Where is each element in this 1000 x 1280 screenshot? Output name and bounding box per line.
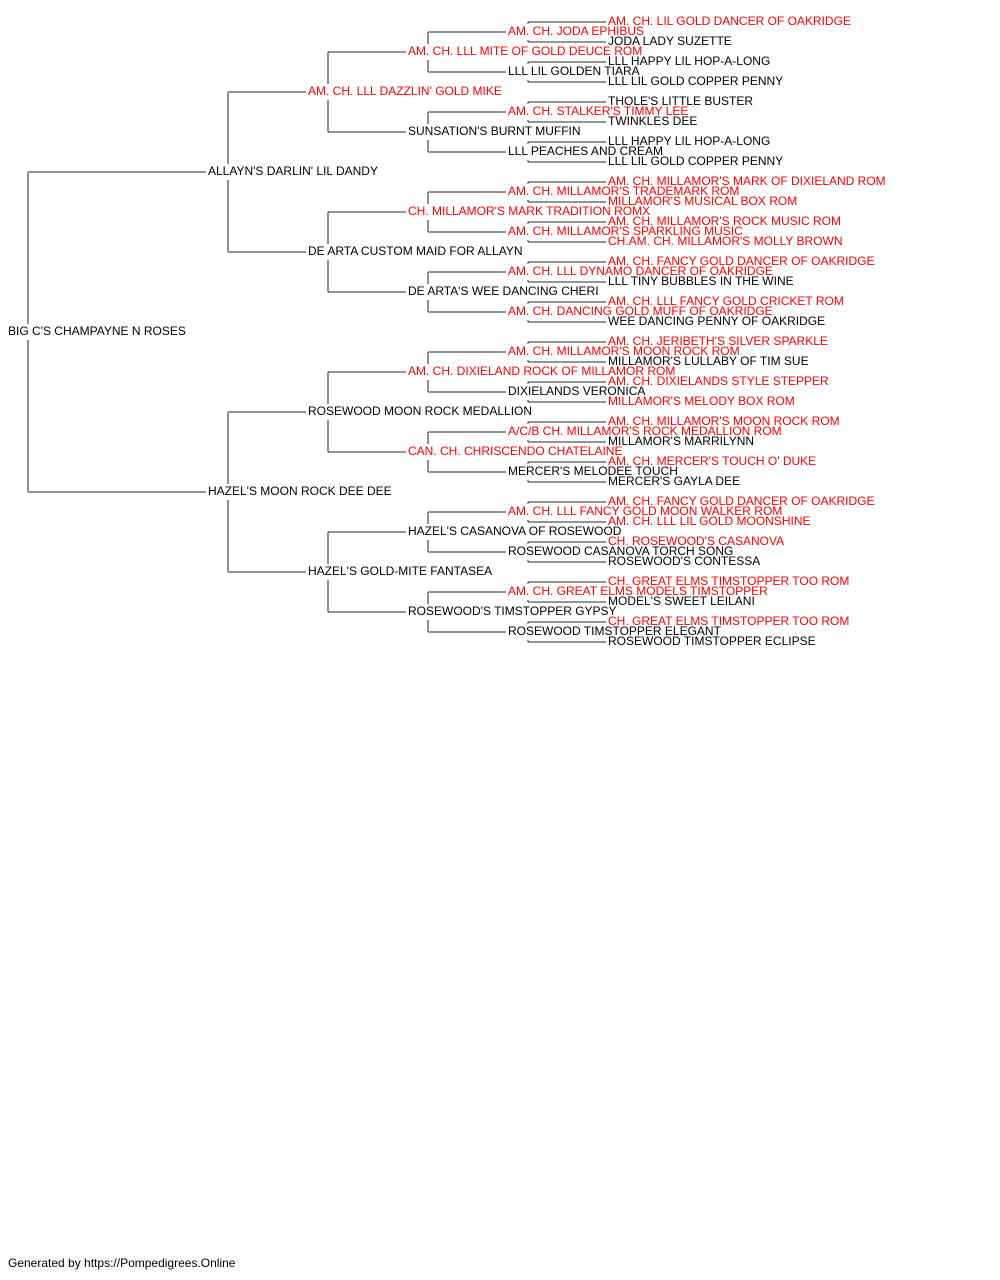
ancestor-name-gen5: MILLAMOR'S MELODY BOX ROM	[608, 394, 795, 408]
ancestor-name-gen4: AM. CH. MILLAMOR'S SPARKLING MUSIC	[508, 224, 743, 238]
ancestor-name-gen4: LLL PEACHES AND CREAM	[508, 144, 663, 158]
ancestor-name-gen5: AM. CH. DIXIELANDS STYLE STEPPER	[608, 374, 829, 388]
ancestor-name-gen5: MILLAMOR'S LULLABY OF TIM SUE	[608, 354, 809, 368]
ancestor-name-gen5: AM. CH. MILLAMOR'S MARK OF DIXIELAND ROM	[608, 174, 886, 188]
ancestor-name-gen5: AM. CH. FANCY GOLD DANCER OF OAKRIDGE	[608, 254, 874, 268]
ancestor-name-gen5: AM. CH. LLL FANCY GOLD CRICKET ROM	[608, 294, 844, 308]
subject-dog-name: BIG C'S CHAMPAYNE N ROSES	[8, 324, 186, 338]
ancestor-name-gen5: CH. ROSEWOOD'S CASANOVA	[608, 534, 784, 548]
ancestor-name-gen3: ROSEWOOD'S TIMSTOPPER GYPSY	[408, 604, 617, 618]
ancestor-name-gen4: AM. CH. LLL DYNAMO DANCER OF OAKRIDGE	[508, 264, 773, 278]
ancestor-name-gen4: AM. CH. LLL FANCY GOLD MOON WALKER ROM	[508, 504, 782, 518]
ancestor-name-gen5: WEE DANCING PENNY OF OAKRIDGE	[608, 314, 825, 328]
ancestor-name-gen3: DE ARTA'S WEE DANCING CHERI	[408, 284, 599, 298]
generated-by-footer: Generated by https://Pompedigrees.Online	[8, 1256, 236, 1270]
ancestor-name-gen5: AM. CH. JERIBETH'S SILVER SPARKLE	[608, 334, 828, 348]
ancestor-name-gen1: ALLAYN'S DARLIN' LIL DANDY	[208, 164, 378, 178]
ancestor-name-gen3: HAZEL'S CASANOVA OF ROSEWOOD	[408, 524, 622, 538]
ancestor-name-gen4: LLL LIL GOLDEN TIARA	[508, 64, 640, 78]
ancestor-name-gen5: MODEL'S SWEET LEILANI	[608, 594, 755, 608]
ancestor-name-gen5: MILLAMOR'S MUSICAL BOX ROM	[608, 194, 797, 208]
pedigree-connector-lines	[27, 21, 606, 643]
ancestor-name-gen5: AM. CH. FANCY GOLD DANCER OF OAKRIDGE	[608, 494, 874, 508]
ancestor-name-gen5: MILLAMOR'S MARRILYNN	[608, 434, 754, 448]
ancestor-name-gen5: LLL HAPPY LIL HOP-A-LONG	[608, 54, 770, 68]
ancestor-name-gen3: AM. CH. LLL MITE OF GOLD DEUCE ROM	[408, 44, 642, 58]
ancestor-name-gen4: DIXIELANDS VERONICA	[508, 384, 645, 398]
ancestor-name-gen2: ROSEWOOD MOON ROCK MEDALLION	[308, 404, 532, 418]
ancestor-name-gen4: ROSEWOOD TIMSTOPPER ELEGANT	[508, 624, 722, 638]
ancestor-name-gen5: JODA LADY SUZETTE	[608, 34, 732, 48]
ancestor-name-gen5: ROSEWOOD TIMSTOPPER ECLIPSE	[608, 634, 816, 648]
ancestor-name-gen5: LLL HAPPY LIL HOP-A-LONG	[608, 134, 770, 148]
ancestor-name-gen1: HAZEL'S MOON ROCK DEE DEE	[208, 484, 392, 498]
ancestor-name-gen5: THOLE'S LITTLE BUSTER	[608, 94, 753, 108]
ancestor-name-gen5: ROSEWOOD'S CONTESSA	[608, 554, 760, 568]
ancestor-name-gen5: AM. CH. LIL GOLD DANCER OF OAKRIDGE	[608, 14, 851, 28]
ancestor-name-gen5: LLL TINY BUBBLES IN THE WINE	[608, 274, 794, 288]
ancestor-name-gen5: AM. CH. LLL LIL GOLD MOONSHINE	[608, 514, 811, 528]
ancestor-name-gen5: AM. CH. MERCER'S TOUCH O' DUKE	[608, 454, 816, 468]
ancestor-name-gen3: AM. CH. DIXIELAND ROCK OF MILLAMOR ROM	[408, 364, 675, 378]
ancestor-name-gen5: LLL LIL GOLD COPPER PENNY	[608, 74, 783, 88]
ancestor-name-gen2: HAZEL'S GOLD-MITE FANTASEA	[308, 564, 492, 578]
ancestor-name-gen4: AM. CH. MILLAMOR'S MOON ROCK ROM	[508, 344, 740, 358]
ancestor-name-gen3: CAN. CH. CHRISCENDO CHATELAINE	[408, 444, 622, 458]
ancestor-name-gen2: DE ARTA CUSTOM MAID FOR ALLAYN	[308, 244, 523, 258]
ancestor-name-gen4: AM. CH. MILLAMOR'S TRADEMARK ROM	[508, 184, 739, 198]
ancestor-name-gen3: CH. MILLAMOR'S MARK TRADITION ROMX	[408, 204, 650, 218]
ancestor-name-gen4: MERCER'S MELODEE TOUCH	[508, 464, 678, 478]
ancestor-name-gen5: LLL LIL GOLD COPPER PENNY	[608, 154, 783, 168]
ancestor-name-gen4: AM. CH. JODA EPHIBUS	[508, 24, 644, 38]
pedigree-name-labels: BIG C'S CHAMPAYNE N ROSES ALLAYN'S DARLIN…	[8, 14, 886, 648]
ancestor-name-gen5: CH. GREAT ELMS TIMSTOPPER TOO ROM	[608, 574, 849, 588]
ancestor-name-gen4: ROSEWOOD CASANOVA TORCH SONG	[508, 544, 733, 558]
ancestor-name-gen2: AM. CH. LLL DAZZLIN' GOLD MIKE	[308, 84, 502, 98]
ancestor-name-gen4: A/C/B CH. MILLAMOR'S ROCK MEDALLION ROM	[508, 424, 782, 438]
ancestor-name-gen5: CH.AM. CH. MILLAMOR'S MOLLY BROWN	[608, 234, 843, 248]
ancestor-name-gen5: AM. CH. MILLAMOR'S ROCK MUSIC ROM	[608, 214, 841, 228]
ancestor-name-gen5: TWINKLES DEE	[608, 114, 697, 128]
ancestor-name-gen4: AM. CH. DANCING GOLD MUFF OF OAKRIDGE	[508, 304, 773, 318]
ancestor-name-gen5: AM. CH. MILLAMOR'S MOON ROCK ROM	[608, 414, 840, 428]
ancestor-name-gen4: AM. CH. GREAT ELMS MODELS TIMSTOPPER	[508, 584, 768, 598]
ancestor-name-gen3: SUNSATION'S BURNT MUFFIN	[408, 124, 581, 138]
ancestor-name-gen5: CH. GREAT ELMS TIMSTOPPER TOO ROM	[608, 614, 849, 628]
ancestor-name-gen4: AM. CH. STALKER'S TIMMY LEE	[508, 104, 688, 118]
ancestor-name-gen5: MERCER'S GAYLA DEE	[608, 474, 740, 488]
